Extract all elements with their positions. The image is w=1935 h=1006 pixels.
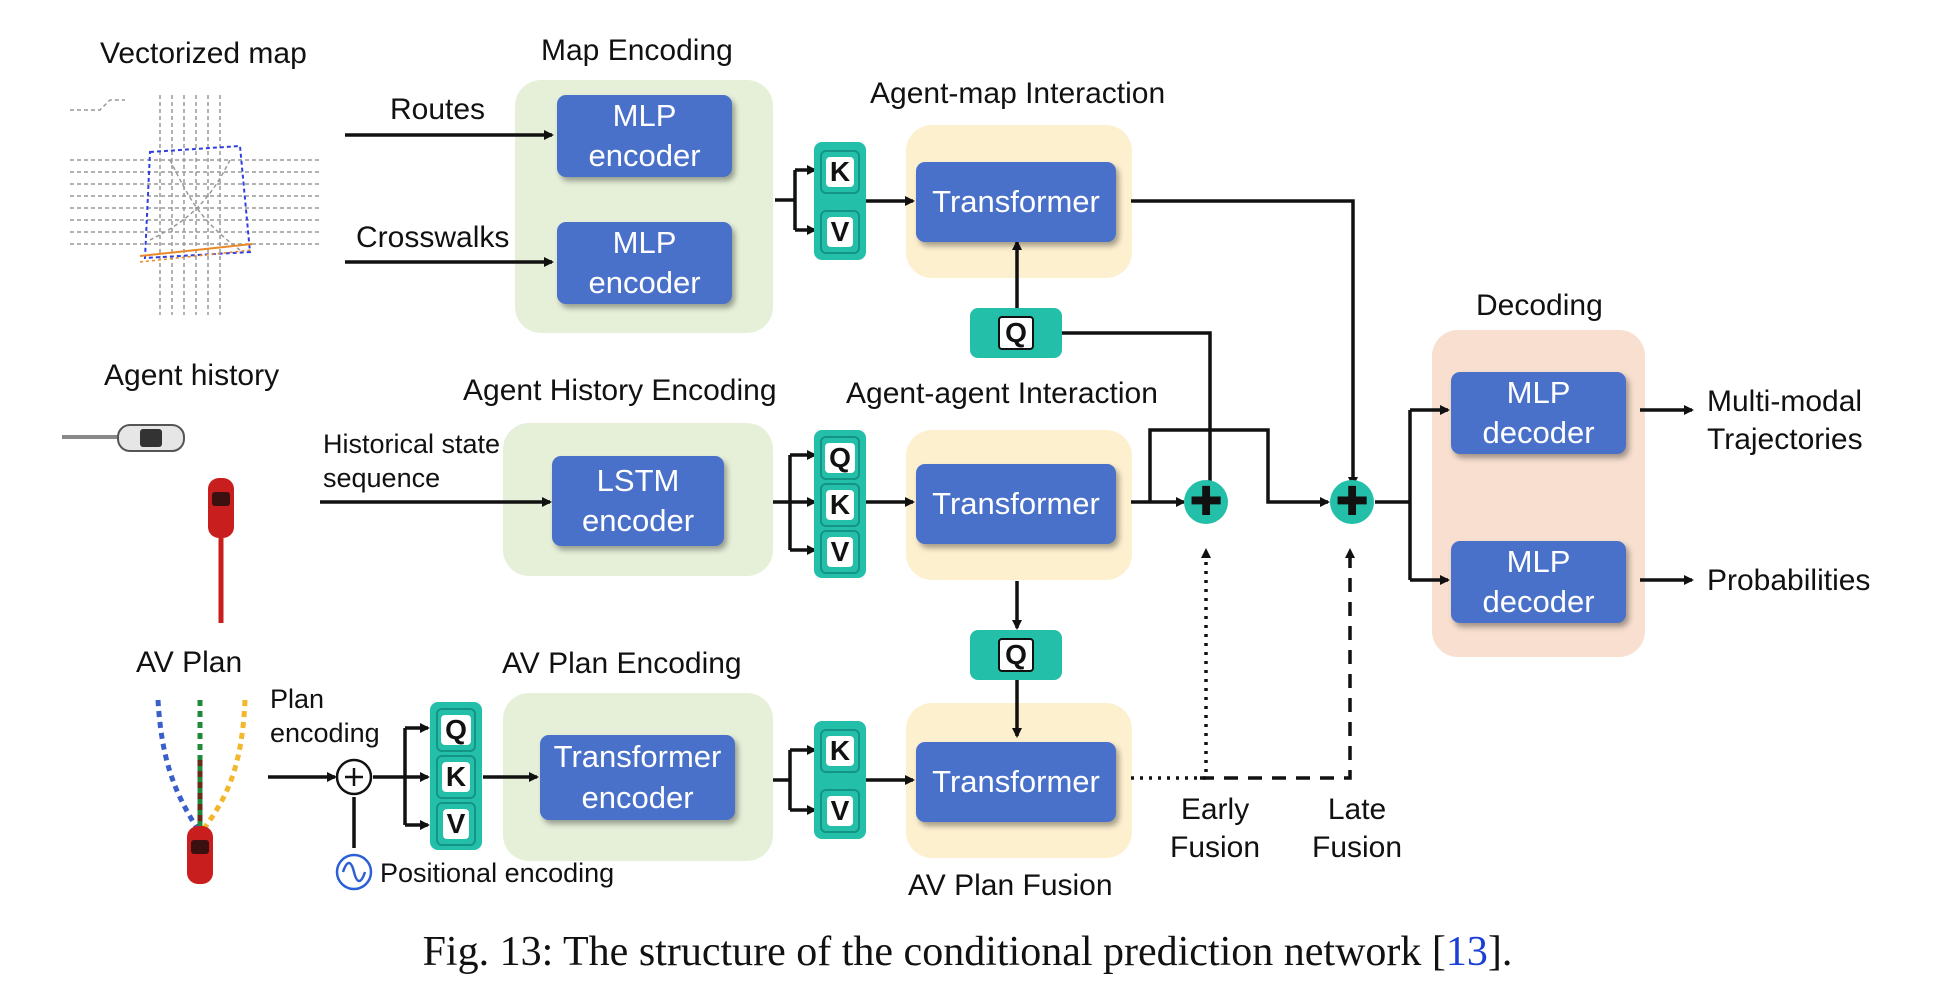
positional-encoding-label: Positional encoding [380,858,615,888]
transformer-agent-agent: Transformer [916,464,1116,544]
lstm-encoder: LSTM encoder [552,456,724,546]
probabilities-output: Probabilities [1707,564,1871,597]
key-k-plan: K [436,755,476,799]
decoding-title: Decoding [1476,289,1603,322]
crosswalks-label: Crosswalks [356,221,510,254]
mlp-decoder-probabilities: MLP decoder [1451,541,1626,623]
late-fusion-label: Late Fusion [1312,793,1403,864]
key-k-map: K [820,150,860,194]
mlp-encoder-crosswalks: MLP encoder [557,222,732,304]
key-v-fusion: V [820,789,860,833]
key-q-agent: Q [820,436,860,480]
map-encoding-title: Map Encoding [541,34,733,67]
citation-link[interactable]: 13 [1445,929,1488,975]
late-fusion-node: ✚ [1330,480,1374,524]
map-illustration [70,95,320,315]
transformer-encoder: Transformer encoder [540,735,735,820]
trajectories-output: Multi-modal Trajectories [1707,385,1863,456]
plan-encoding-label: Plan encoding [270,684,380,748]
av-plan-label: AV Plan [136,646,243,679]
key-k-agent: K [820,483,860,527]
historical-state-label: Historical state sequence [323,429,501,493]
agent-history-encoding-title: Agent History Encoding [463,374,777,407]
vectorized-map-label: Vectorized map [100,37,307,70]
early-fusion-node: ✚ [1184,480,1228,524]
routes-label: Routes [390,93,486,126]
agent-history-label: Agent history [104,359,280,392]
query-map: Q [970,308,1062,358]
key-k-fusion: K [820,729,860,773]
av-plan-fusion-title: AV Plan Fusion [908,869,1113,902]
transformer-av-plan-fusion: Transformer [916,742,1116,822]
mlp-encoder-routes: MLP encoder [557,95,732,177]
transformer-agent-map: Transformer [916,162,1116,242]
key-v-plan: V [436,802,476,846]
query-fusion: Q [970,630,1062,680]
av-plan-illustration [155,699,248,884]
key-v-map: V [820,210,860,254]
mlp-decoder-trajectories: MLP decoder [1451,372,1626,454]
agent-history-illustration [62,424,234,623]
av-plan-encoding-title: AV Plan Encoding [502,647,742,680]
early-fusion-label: Early Fusion [1170,793,1261,864]
key-q-plan: Q [436,708,476,752]
figure-caption: Fig. 13: The structure of the conditiona… [422,929,1513,975]
agent-map-interaction-title: Agent-map Interaction [870,77,1166,110]
agent-agent-interaction-title: Agent-agent Interaction [846,377,1158,410]
key-v-agent: V [820,530,860,574]
